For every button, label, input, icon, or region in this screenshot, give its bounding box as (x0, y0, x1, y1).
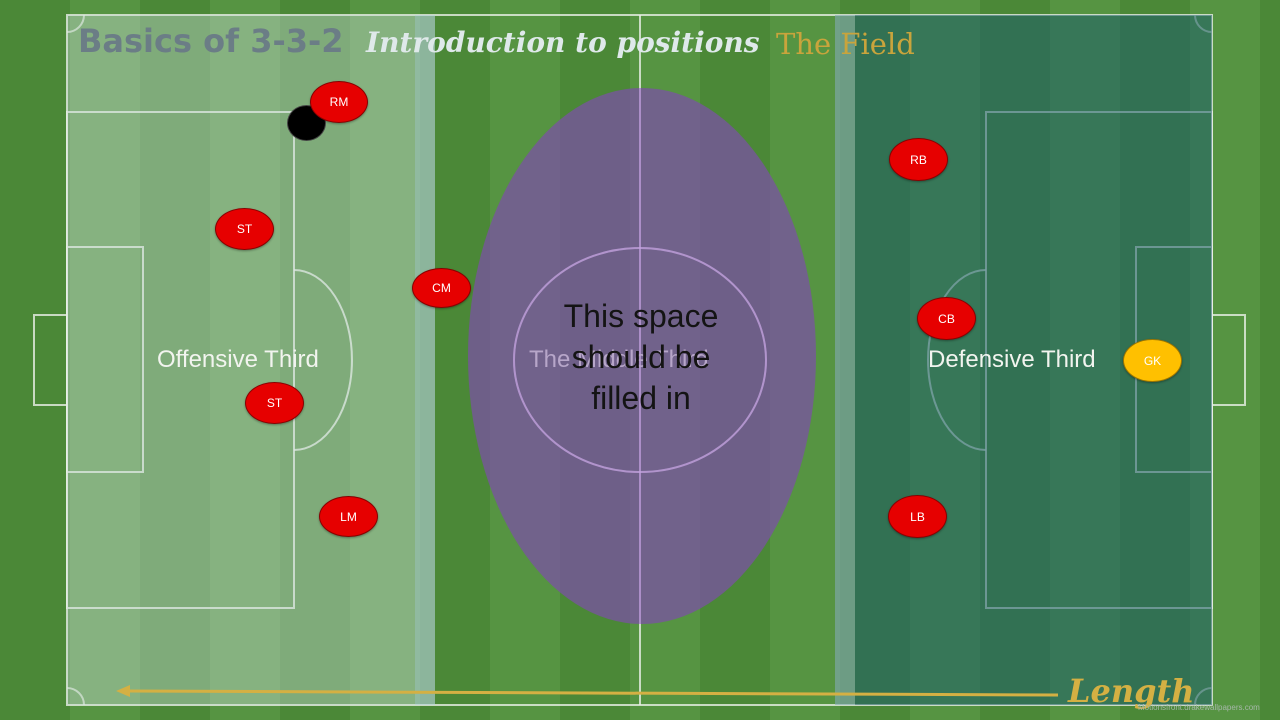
length-label: Length (1068, 672, 1195, 710)
player-label: LM (340, 509, 357, 524)
player-label: RB (910, 152, 927, 167)
player-label: ST (236, 222, 253, 236)
watermark-text: Motionsfront.drakewallpapers.com (1138, 703, 1260, 712)
player-cb: CB (917, 297, 976, 340)
player-label: CB (938, 311, 955, 326)
player-label: RM (329, 95, 349, 109)
player-lb: LB (888, 495, 947, 538)
player-label: CM (432, 281, 451, 295)
middle-third-ellipse (468, 88, 816, 624)
player-label: GK (1143, 353, 1162, 368)
player-lm: LM (319, 496, 378, 537)
player-rm: RM (310, 81, 368, 123)
player-gk: GK (1123, 339, 1182, 382)
player-st-2: ST (245, 382, 304, 424)
section-title: The Field (776, 27, 915, 61)
note-line-1: This space (563, 298, 719, 334)
note-line-2: should be (571, 339, 711, 375)
slide-subtitle: Introduction to positions (366, 26, 760, 59)
slide-title: Basics of 3-3-2 (78, 22, 344, 60)
player-label: ST (266, 396, 283, 410)
player-label: LB (910, 509, 925, 524)
middle-space-note: This space should be filled in (520, 296, 762, 419)
note-line-3: filled in (591, 380, 691, 416)
player-cm: CM (412, 268, 471, 308)
defensive-third-label: Defensive Third (928, 346, 1096, 373)
length-arrow (124, 689, 1059, 697)
offensive-third-label: Offensive Third (157, 346, 319, 373)
player-rb: RB (889, 138, 948, 181)
player-st-1: ST (215, 208, 274, 250)
middle-third-label: The Middle Third (529, 346, 709, 373)
